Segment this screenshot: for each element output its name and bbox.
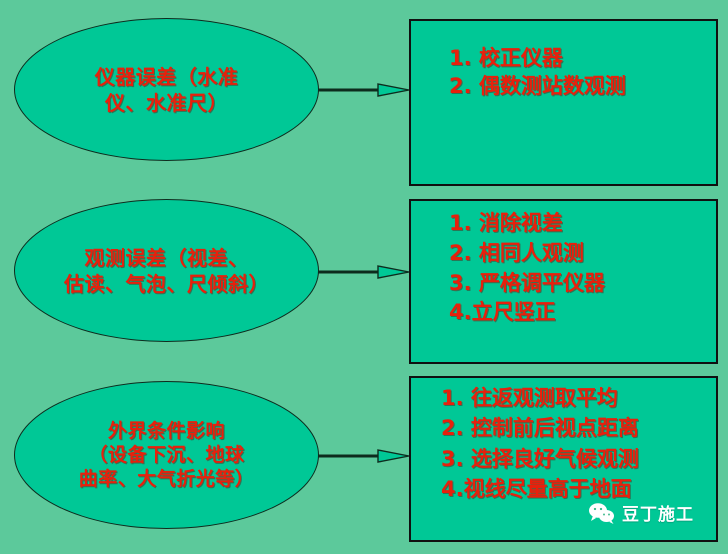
arrow-connector-3 <box>318 449 410 463</box>
measure-item: 1. 往返观测取平均 <box>441 386 618 410</box>
cause-ellipse-2: 观测误差（视差、 估读、气泡、尺倾斜） <box>14 199 319 342</box>
measures-box-2: 1. 消除视差 2. 相同人观测 3. 严格调平仪器 4.立尺竖正 <box>409 199 718 364</box>
cause-ellipse-1-label: 仪器误差（水准 仪、水准尺） <box>94 64 239 115</box>
watermark-label: 豆丁施工 <box>622 505 694 525</box>
measure-item: 2. 控制前后视点距离 <box>441 416 639 441</box>
cause-ellipse-3: 外界条件影响 （设备下沉、地球 曲率、大气折光等） <box>14 381 319 529</box>
cause-ellipse-1: 仪器误差（水准 仪、水准尺） <box>14 18 319 161</box>
arrow-connector-2 <box>318 265 410 279</box>
cause-ellipse-2-label: 观测误差（视差、 估读、气泡、尺倾斜） <box>64 245 269 296</box>
measure-item: 4.视线尽量高于地面 <box>441 477 632 502</box>
wechat-icon <box>589 502 614 524</box>
measures-box-3: 1. 往返观测取平均 2. 控制前后视点距离 3. 选择良好气候观测 4.视线尽… <box>409 376 718 542</box>
measure-item: 1. 消除视差 <box>449 211 563 235</box>
measure-item: 2. 偶数测站数观测 <box>449 73 626 98</box>
measure-item: 2. 相同人观测 <box>449 240 584 265</box>
measure-item: 3. 选择良好气候观测 <box>441 446 639 471</box>
measure-item: 4.立尺竖正 <box>449 300 556 325</box>
cause-ellipse-3-label: 外界条件影响 （设备下沉、地球 曲率、大气折光等） <box>78 419 255 491</box>
measures-box-1: 1. 校正仪器 2. 偶数测站数观测 <box>409 19 718 186</box>
watermark: 豆丁施工 <box>588 500 694 525</box>
measure-item: 3. 严格调平仪器 <box>449 270 605 295</box>
measure-item: 1. 校正仪器 <box>449 46 563 70</box>
arrow-connector-1 <box>318 83 410 97</box>
